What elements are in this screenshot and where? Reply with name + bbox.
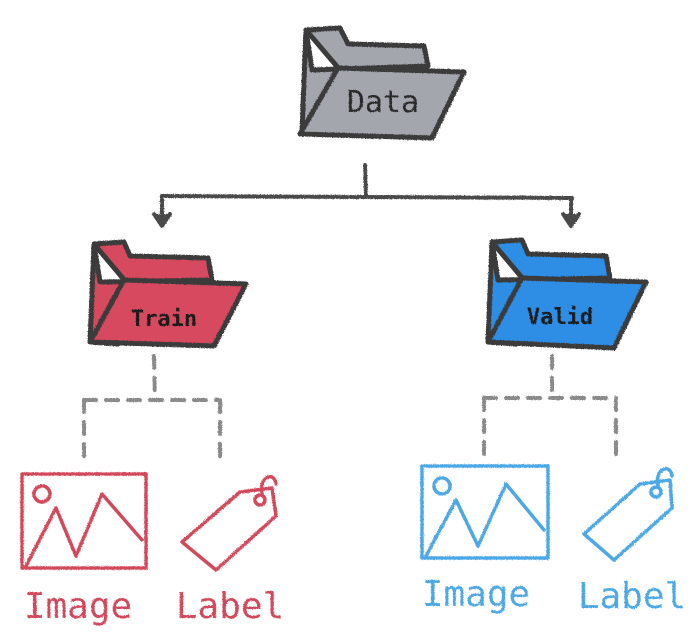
data-folder-label: Data [347, 85, 419, 120]
valid-folder-front [485, 275, 649, 351]
tag-icon [180, 475, 278, 572]
folder-icon [485, 237, 649, 351]
image-icon [20, 472, 148, 570]
valid-dashed-connector [482, 354, 618, 462]
valid-image-item: Image [420, 464, 550, 615]
train-folder: Train [87, 239, 249, 349]
tag-icon [582, 467, 674, 562]
data-folder: Data [297, 25, 467, 141]
train-dash-stem [152, 354, 157, 400]
train-folder-front [87, 277, 249, 349]
image-icon [420, 464, 550, 560]
train-label-item: Label [176, 475, 284, 627]
train-image-label: Image [24, 586, 132, 627]
valid-image-label: Image [422, 574, 530, 615]
folder-icon [297, 25, 467, 141]
connector-bar [160, 194, 574, 200]
train-dashed-connector [82, 354, 222, 464]
connector-stem [363, 163, 368, 198]
arrow-down-icon [152, 212, 172, 228]
valid-folder-label: Valid [527, 305, 593, 330]
data-folder-front [297, 65, 467, 141]
tree-connector [152, 163, 581, 228]
train-folder-label: Train [131, 307, 197, 332]
folder-icon [87, 239, 249, 349]
train-label-label: Label [176, 586, 284, 627]
valid-folder: Valid [485, 237, 649, 351]
valid-label-item: Label [578, 467, 686, 617]
arrow-down-icon [561, 212, 581, 228]
train-image-item: Image [20, 472, 148, 627]
valid-label-label: Label [578, 576, 686, 617]
